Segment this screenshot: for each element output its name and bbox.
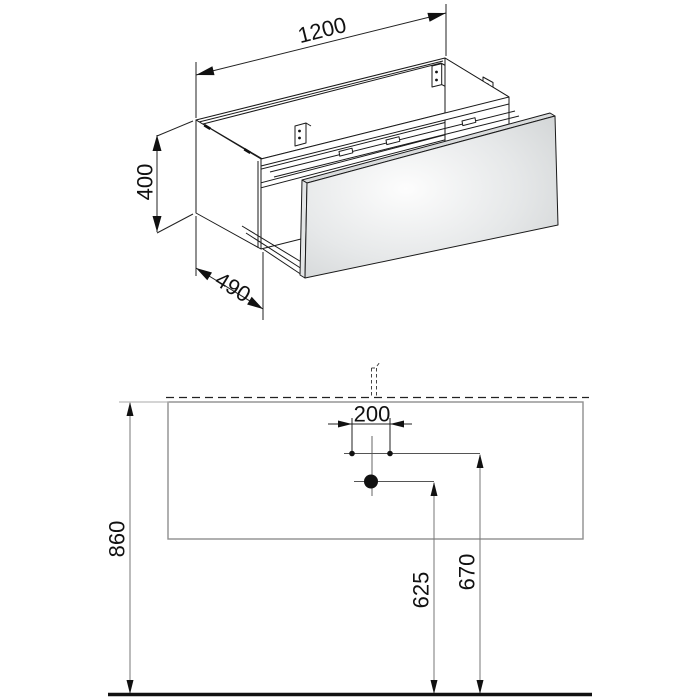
dimension-fixing-height: 670	[455, 454, 484, 694]
dimension-tap-spacing-label: 200	[354, 402, 391, 427]
dimension-drain-height-label: 625	[409, 572, 434, 609]
mounting-bracket-left	[294, 122, 312, 147]
dimension-width-label: 1200	[295, 12, 349, 48]
drawer-front-panel	[299, 112, 559, 279]
installation-view: 200 860 625 670	[105, 361, 592, 697]
front-view-outline	[167, 401, 584, 540]
dimension-drain-height: 625	[409, 482, 438, 694]
isometric-view: 1200 400 490	[133, 4, 559, 320]
fixing-hole-right	[387, 450, 393, 457]
dimension-top-height-label: 860	[105, 521, 130, 558]
water-supply-dashed	[371, 361, 381, 397]
drawer-box	[241, 110, 520, 278]
dimension-width: 1200	[195, 4, 447, 118]
dimension-top-height: 860	[105, 402, 134, 694]
dimension-tap-spacing: 200	[328, 402, 412, 451]
cabinet-front-rail	[260, 96, 510, 167]
fixing-hole-left	[349, 450, 355, 457]
dimension-height: 400	[133, 120, 194, 234]
dimension-fixing-height-label: 670	[455, 554, 480, 591]
drain-hole	[364, 474, 378, 489]
dimension-depth-label: 490	[211, 267, 255, 308]
dimension-height-label: 400	[133, 164, 158, 201]
